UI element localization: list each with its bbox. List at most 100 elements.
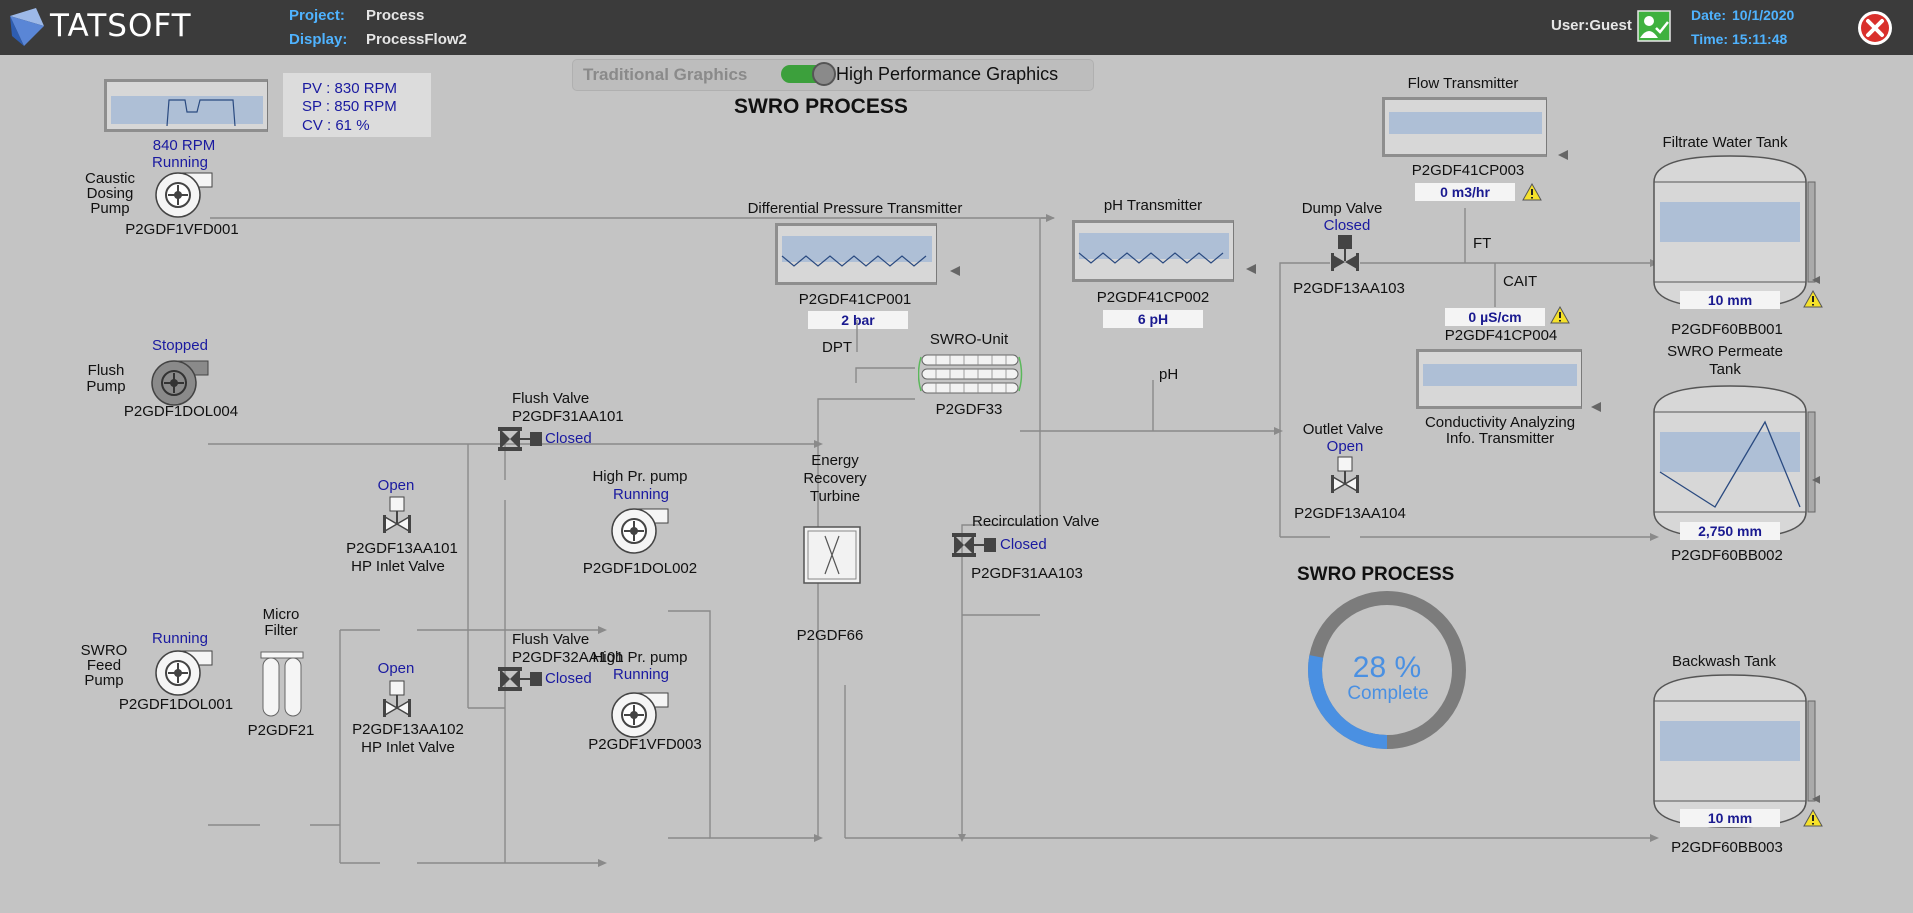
hp-inlet-valve-1-name: HP Inlet Valve: [351, 558, 445, 575]
main-title: SWRO PROCESS: [734, 95, 908, 118]
flow-warning-icon: [1522, 183, 1542, 201]
date-value: 10/1/2020: [1732, 7, 1795, 23]
swro-unit-name: SWRO-Unit: [929, 331, 1009, 348]
caustic-tag: P2GDF1VFD001: [125, 221, 239, 238]
dump-valve-icon[interactable]: [1330, 233, 1360, 277]
hp-pump-2-icon[interactable]: [606, 687, 672, 739]
swro-unit-icon[interactable]: [918, 351, 1024, 397]
ph-transmitter-value: 6 pH: [1103, 310, 1203, 328]
dp-transmitter-tag: P2GDF41CP001: [798, 291, 912, 308]
flush-valve-2-icon[interactable]: [496, 665, 544, 693]
filtrate-tank-value: 10 mm: [1680, 291, 1780, 309]
toggle-knob: [812, 62, 836, 86]
hp-inlet-valve-2-icon[interactable]: [382, 679, 412, 723]
flush-pump-status: Stopped: [152, 337, 208, 354]
progress-label: Complete: [1347, 683, 1429, 704]
caustic-sp: SP : 850 RPM: [302, 98, 397, 115]
flow-transmitter-tag: P2GDF41CP003: [1411, 162, 1525, 179]
time-label: Time:: [1691, 31, 1729, 47]
cond-trend-marker-icon: [1591, 402, 1601, 412]
permeate-tank-tag: P2GDF60BB002: [1671, 547, 1783, 564]
progress-percent: 28 %: [1352, 651, 1422, 684]
cait-line-label: CAIT: [1503, 273, 1538, 290]
graphics-toggle-panel: [572, 59, 1094, 91]
hp-inlet-valve-1-icon[interactable]: [382, 495, 412, 539]
project-label: Project:: [289, 7, 345, 24]
permeate-tank-icon[interactable]: [1650, 382, 1820, 542]
outlet-valve-tag: P2GDF13AA104: [1294, 505, 1406, 522]
flow-transmitter-trend[interactable]: [1382, 97, 1547, 157]
backwash-tank-tag: P2GDF60BB003: [1671, 839, 1783, 856]
toggle-hpg-label[interactable]: High Performance Graphics: [836, 64, 1059, 84]
hp-pump-2-tag: P2GDF1VFD003: [588, 736, 702, 753]
caustic-rpm-value: 840 RPM: [152, 137, 216, 154]
turbine-name: Energy Recovery Turbine: [803, 452, 867, 505]
filtrate-tank-tag: P2GDF60BB001: [1671, 321, 1783, 338]
title-bar: TATSOFT Project: Process Display: Proces…: [0, 0, 1913, 55]
flush-pump-icon[interactable]: [146, 355, 212, 407]
dpt-line-label: DPT: [822, 339, 852, 356]
ph-trend-marker-icon: [1246, 264, 1256, 274]
hp-inlet-valve-2-name: HP Inlet Valve: [361, 739, 455, 756]
cond-transmitter-value: 0 µS/cm: [1445, 308, 1545, 326]
dump-valve-name: Dump Valve: [1301, 200, 1383, 217]
hp-inlet-valve-1-tag: P2GDF13AA101: [346, 540, 458, 557]
outlet-valve-icon[interactable]: [1330, 455, 1360, 499]
display-value: ProcessFlow2: [366, 31, 467, 48]
caustic-status: Running: [152, 154, 208, 171]
ph-transmitter-trend[interactable]: [1072, 220, 1234, 282]
progress-title: SWRO PROCESS: [1297, 564, 1455, 585]
close-icon[interactable]: [1856, 9, 1894, 47]
flush-valve-1-tag: P2GDF31AA101: [512, 408, 624, 425]
permeate-tank-value: 2,750 mm: [1680, 522, 1780, 540]
dp-transmitter-value: 2 bar: [808, 311, 908, 329]
backwash-warning-icon: [1803, 809, 1823, 827]
hp-pump-1-icon[interactable]: [606, 503, 672, 555]
toggle-traditional-label[interactable]: Traditional Graphics: [583, 65, 748, 84]
swro-unit-tag: P2GDF33: [935, 401, 1003, 418]
caustic-cv: CV : 61 %: [302, 117, 370, 134]
time-value: 15:11:48: [1732, 31, 1788, 47]
tatsoft-logo-icon: [10, 8, 44, 46]
hp-pump-2-status: Running: [613, 666, 669, 683]
backwash-tank-icon[interactable]: [1650, 671, 1820, 831]
recirc-valve-status: Closed: [1000, 536, 1047, 553]
graphics-toggle-switch[interactable]: [781, 62, 836, 86]
user-login-icon[interactable]: [1637, 10, 1671, 42]
feed-pump-tag: P2GDF1DOL001: [118, 696, 234, 713]
progress-ring: [1308, 591, 1466, 749]
flush-valve-1-name: Flush Valve: [512, 390, 590, 407]
cond-transmitter-trend[interactable]: [1416, 349, 1582, 409]
turbine-icon[interactable]: [803, 526, 861, 584]
recirc-valve-icon[interactable]: [950, 531, 998, 559]
feed-pump-icon[interactable]: [150, 645, 216, 697]
micro-filter-icon[interactable]: [258, 650, 306, 722]
dump-valve-status: Closed: [1323, 217, 1371, 234]
flush-valve-1-icon[interactable]: [496, 425, 544, 453]
ph-transmitter-name: pH Transmitter: [1103, 197, 1203, 214]
caustic-pv: PV : 830 RPM: [302, 80, 398, 97]
hp-pump-1-name: High Pr. pump: [592, 468, 688, 485]
feed-pump-name: SWRO Feed Pump: [80, 642, 128, 689]
caustic-pump-icon[interactable]: [150, 167, 216, 219]
flush-pump-tag: P2GDF1DOL004: [123, 403, 239, 420]
display-label: Display:: [289, 31, 348, 48]
flow-trend-marker-icon: [1558, 150, 1568, 160]
project-value: Process: [366, 7, 425, 24]
recirc-valve-name: Recirculation Valve: [972, 513, 1100, 530]
cond-transmitter-tag: P2GDF41CP004: [1444, 327, 1558, 344]
caustic-rpm-trend[interactable]: [104, 79, 268, 132]
filtrate-warning-icon: [1803, 290, 1823, 308]
hp-inlet-valve-2-status: Open: [377, 660, 415, 677]
recirc-valve-tag: P2GDF31AA103: [971, 565, 1083, 582]
filtrate-tank-icon[interactable]: [1650, 152, 1820, 312]
filtrate-tank-name: Filtrate Water Tank: [1662, 134, 1788, 151]
dp-transmitter-trend[interactable]: [775, 223, 937, 285]
hp-pump-2-name: High Pr. pump: [592, 649, 688, 666]
turbine-tag: P2GDF66: [796, 627, 864, 644]
dp-transmitter-name: Differential Pressure Transmitter: [747, 200, 963, 217]
flush-valve-2-tag: P2GDF32AA101: [512, 649, 624, 666]
micro-filter-tag: P2GDF21: [247, 722, 315, 739]
outlet-valve-name: Outlet Valve: [1302, 421, 1384, 438]
backwash-tank-value: 10 mm: [1680, 809, 1780, 827]
